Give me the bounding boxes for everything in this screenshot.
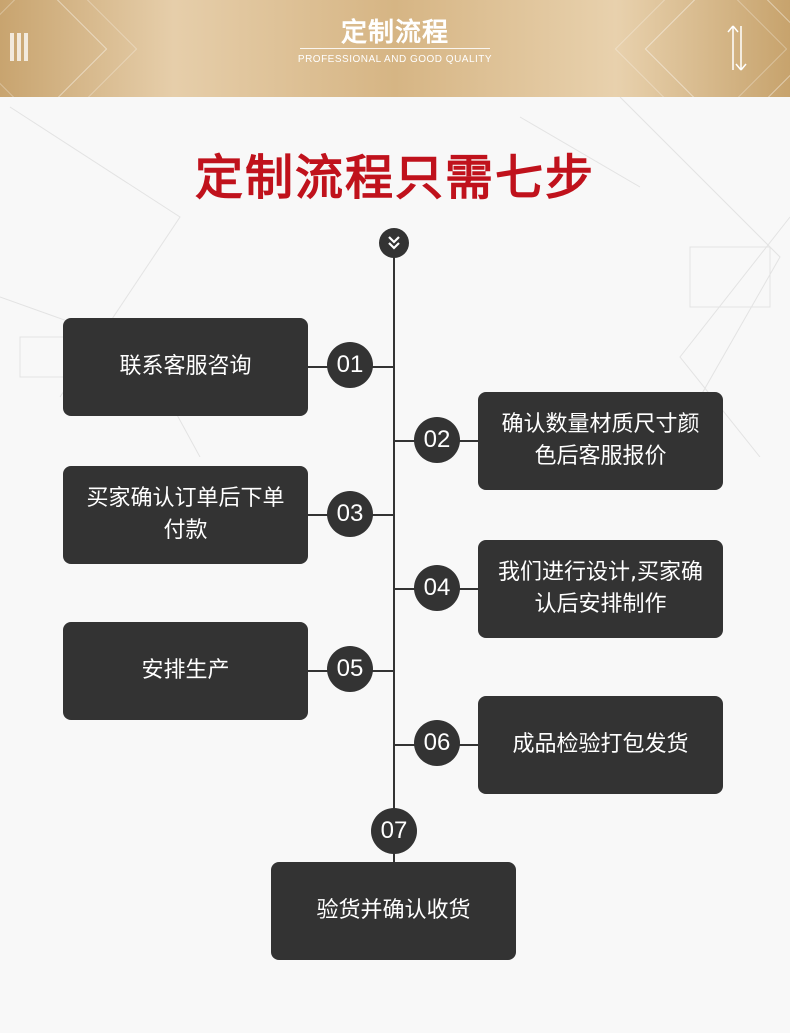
timeline-start bbox=[379, 228, 409, 258]
step-box-05: 安排生产 bbox=[63, 622, 308, 720]
step-box-06: 成品检验打包发货 bbox=[478, 696, 723, 794]
step-number-02: 02 bbox=[414, 417, 460, 463]
step-number-06: 06 bbox=[414, 720, 460, 766]
step-box-02: 确认数量材质尺寸颜色后客服报价 bbox=[478, 392, 723, 490]
step-box-04: 我们进行设计,买家确认后安排制作 bbox=[478, 540, 723, 638]
header-subtitle: PROFESSIONAL AND GOOD QUALITY bbox=[297, 54, 493, 65]
bars-icon bbox=[10, 33, 32, 61]
timeline-line bbox=[393, 242, 395, 862]
step-box-03: 买家确认订单后下单付款 bbox=[63, 466, 308, 564]
step-number-03: 03 bbox=[327, 491, 373, 537]
double-chevron-down-icon bbox=[388, 236, 400, 250]
step-box-07: 验货并确认收货 bbox=[271, 862, 516, 960]
header-title: 定制流程 bbox=[340, 18, 449, 48]
step-number-04: 04 bbox=[414, 565, 460, 611]
step-box-01: 联系客服咨询 bbox=[63, 318, 308, 416]
main-title: 定制流程只需七步 bbox=[194, 150, 595, 206]
step-number-01: 01 bbox=[327, 342, 373, 388]
up-down-arrows-icon bbox=[727, 25, 747, 71]
step-number-07: 07 bbox=[371, 808, 417, 854]
header-divider bbox=[300, 48, 490, 49]
header-banner: 定制流程 PROFESSIONAL AND GOOD QUALITY bbox=[0, 0, 790, 97]
step-number-05: 05 bbox=[327, 646, 373, 692]
